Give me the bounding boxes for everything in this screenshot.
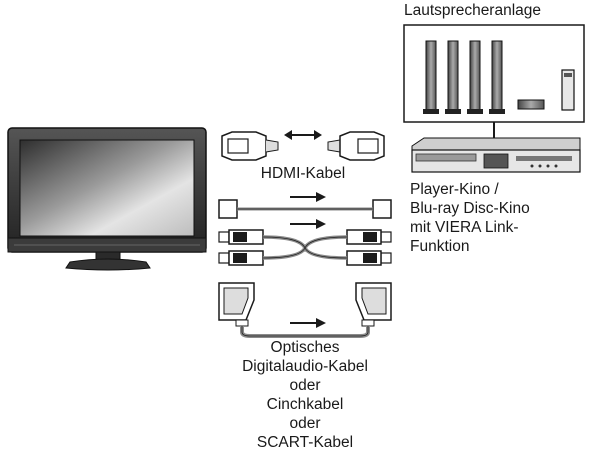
speaker-system-label: Lautsprecheranlage xyxy=(404,2,542,19)
cable-types-label: Optisches Digitalaudio-Kabel oder Cinchk… xyxy=(210,338,400,452)
player-label-line-4: Funktion xyxy=(410,238,470,255)
player-label-line-1: Player-Kino / xyxy=(410,181,499,198)
rca-cable-icon xyxy=(218,219,392,266)
hdmi-cable-label: HDMI-Kabel xyxy=(260,165,346,182)
cable-label-line-2: Digitalaudio-Kabel xyxy=(242,358,368,375)
cable-label-line-3: oder xyxy=(289,377,321,394)
hdmi-cable-icon xyxy=(221,130,385,161)
cable-label-line-5: oder xyxy=(289,415,321,432)
tv-icon xyxy=(7,127,207,271)
scart-cable-icon xyxy=(218,282,392,338)
player-label-line-2: Blu-ray Disc-Kino xyxy=(410,200,530,217)
player-label-line-3: mit VIERA Link- xyxy=(410,219,519,236)
cable-label-line-6: SCART-Kabel xyxy=(256,434,354,451)
player-label: Player-Kino / Blu-ray Disc-Kino mit VIER… xyxy=(410,180,530,256)
cable-label-line-4: Cinchkabel xyxy=(266,396,344,413)
blu-ray-player-icon xyxy=(411,137,581,173)
speaker-set-icon xyxy=(403,24,585,123)
cable-label-line-1: Optisches xyxy=(270,339,340,356)
optical-cable-icon xyxy=(218,192,392,219)
